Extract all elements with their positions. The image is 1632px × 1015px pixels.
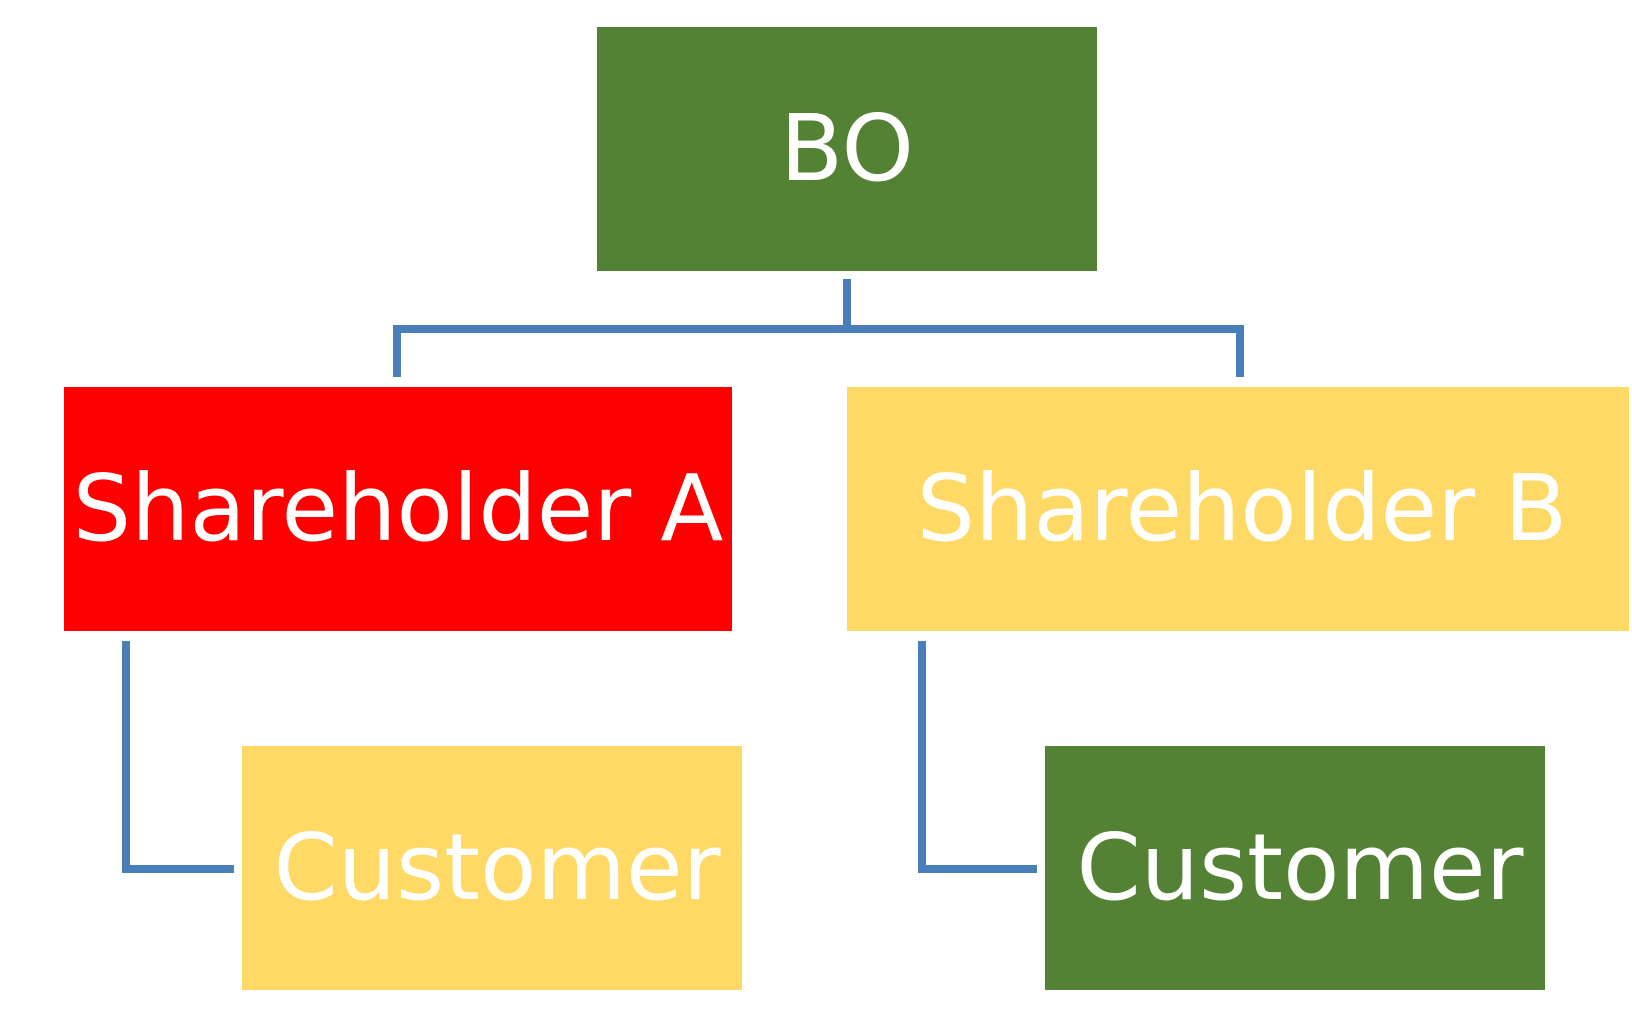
node-shareholder-a-label: Shareholder A [72, 455, 724, 562]
node-customer-b: Customer [1045, 746, 1545, 990]
node-customer-a: Customer [242, 746, 742, 990]
connector-shareholder-a-to-customer [122, 641, 234, 873]
node-bo: BO [597, 27, 1097, 271]
node-customer-a-label: Customer [273, 814, 721, 921]
node-shareholder-a: Shareholder A [64, 387, 732, 631]
node-shareholder-b: Shareholder B [847, 387, 1629, 631]
connector-bo-to-shareholders [393, 325, 1244, 377]
connector-shareholder-b-to-customer [918, 641, 1037, 873]
node-bo-label: BO [780, 95, 914, 202]
node-customer-b-label: Customer [1076, 814, 1524, 921]
node-shareholder-b-label: Shareholder B [916, 455, 1568, 562]
